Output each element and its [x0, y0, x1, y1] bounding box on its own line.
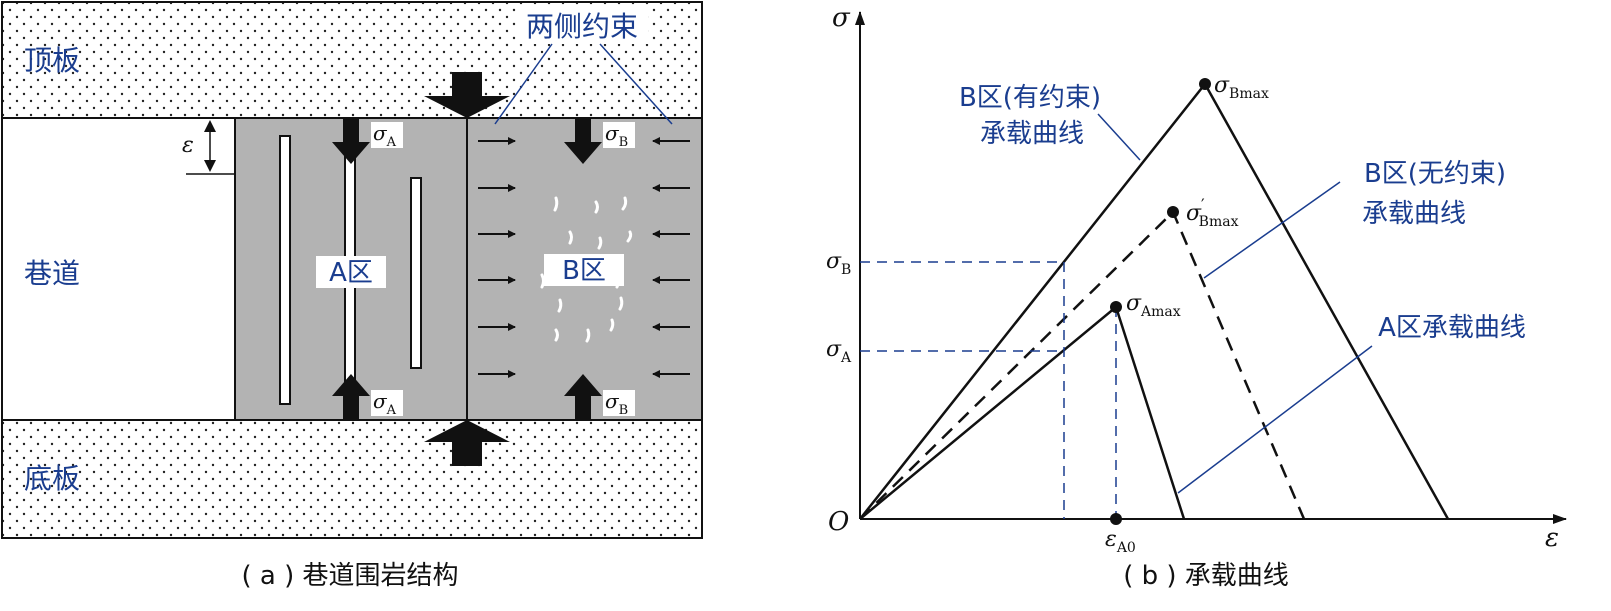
caption-a: ( a ) 巷道围岩结构 — [241, 561, 458, 591]
guide-lines — [860, 261, 1117, 519]
sigma-a-top-label: σA — [373, 121, 397, 150]
constraint-arrows-left — [478, 137, 516, 378]
panel-a-tunnel-structure: σA σA σB σB A区 B区 ε 顶板 巷道 底板 两侧约束 ( a ) … — [1, 1, 703, 591]
tunnel-void — [1, 117, 236, 421]
peak-b-constrained-point — [1199, 78, 1211, 90]
roof-label: 顶板 — [24, 44, 80, 77]
sigma-a-top-arrow — [332, 118, 370, 164]
floor-label: 底板 — [24, 462, 80, 495]
curve-b-unconstrained — [859, 209, 1306, 520]
eps-a0-label: εA0 — [1105, 527, 1136, 556]
curve-a-label: A区承载曲线 — [1378, 313, 1526, 343]
peak-b-prime-label: σ′Bmax — [1186, 195, 1239, 230]
sigma-b-top-label: σB — [605, 121, 628, 150]
sigma-b-bottom-arrow — [564, 374, 602, 420]
curve-b-constrained — [859, 81, 1450, 520]
sigma-b-top-arrow — [564, 118, 602, 164]
floor-stratum — [1, 419, 703, 539]
constraint-arrows-right — [652, 137, 690, 378]
curve-b-unconstrained-label-1: B区(无约束) — [1364, 159, 1506, 189]
crack-bar-1 — [279, 135, 291, 405]
roof-load-arrow — [424, 72, 510, 118]
curve-b-constrained-leader — [1097, 113, 1141, 161]
peak-b-label: σBmax — [1214, 73, 1269, 102]
zone-b-label: B区 — [562, 256, 606, 286]
eps-a0-point — [1110, 513, 1122, 525]
y-axis-label: σ — [832, 3, 851, 33]
origin-label: O — [828, 507, 849, 537]
constraint-leader-left — [494, 43, 553, 125]
peak-b-unconstrained-point — [1167, 206, 1179, 218]
sigma-a-bottom-arrow — [332, 374, 370, 420]
curve-b-constrained-label-2: 承载曲线 — [980, 119, 1084, 149]
curve-b-unconstrained-leader — [1203, 181, 1341, 279]
curve-b-unconstrained-label-2: 承载曲线 — [1362, 199, 1466, 229]
floor-load-arrow — [424, 420, 510, 466]
zone-a-label: A区 — [329, 258, 373, 288]
peak-a-point — [1110, 301, 1122, 313]
caption-b: ( b ) 承载曲线 — [1123, 561, 1289, 591]
tick-sigma-b: σB — [826, 249, 851, 278]
strain-symbol: ε — [182, 133, 194, 158]
constraint-leader-right — [599, 43, 673, 125]
tick-sigma-a: σA — [826, 337, 852, 366]
x-axis-label: ε — [1545, 523, 1559, 553]
tunnel-label: 巷道 — [24, 257, 80, 290]
panel-b-bearing-curves: σ ε O σBmax σ′Bmax σAmax εA0 σB σA B区(有约… — [826, 3, 1567, 591]
curve-b-constrained-label-1: B区(有约束) — [959, 83, 1101, 113]
peak-a-label: σAmax — [1126, 291, 1181, 320]
crack-bar-3 — [410, 177, 422, 369]
sigma-b-bottom-label: σB — [605, 389, 628, 418]
sigma-a-bottom-label: σA — [373, 389, 397, 418]
curve-a — [859, 304, 1186, 520]
curve-a-leader — [1177, 345, 1373, 494]
constraint-label: 两侧约束 — [526, 10, 638, 43]
